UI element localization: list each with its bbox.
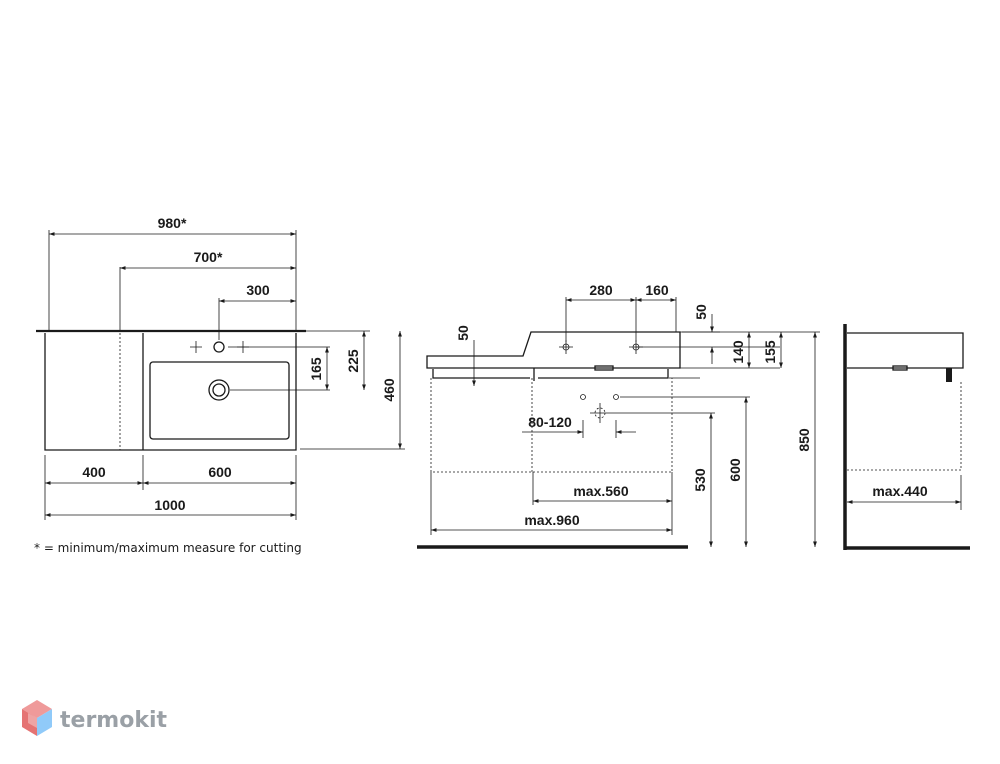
side-drain-slot <box>892 365 908 371</box>
dim-label-980: 980* <box>158 215 187 231</box>
front-view: 280 160 50 50 140 155 80-120 530 600 850… <box>417 282 820 549</box>
countertop-outline <box>44 333 297 451</box>
brand-name: termokit <box>60 708 167 733</box>
dim-label-80-120: 80-120 <box>528 414 572 430</box>
dim-label-155: 155 <box>762 340 778 364</box>
dim-label-600: 600 <box>208 464 232 480</box>
tap-hole-icon <box>213 341 225 353</box>
dim-label-max-440: max.440 <box>872 483 927 499</box>
dim-label-530: 530 <box>692 468 708 492</box>
dim-label-225: 225 <box>345 349 361 373</box>
basin-bowl <box>149 361 290 440</box>
termokit-logo: termokit <box>22 700 167 736</box>
dim-label-460: 460 <box>381 378 397 402</box>
dim-label-400: 400 <box>82 464 106 480</box>
dim-label-top-50: 50 <box>693 304 709 320</box>
optional-tap-holes-icon <box>190 341 249 353</box>
side-view: max.440 <box>843 324 970 550</box>
side-bracket <box>946 368 952 382</box>
dim-label-165: 165 <box>308 357 324 381</box>
dim-label-max-560: max.560 <box>573 483 628 499</box>
cabinet-outline <box>430 378 673 473</box>
dim-label-600: 600 <box>727 458 743 482</box>
dim-label-140: 140 <box>730 340 746 364</box>
dim-label-300: 300 <box>246 282 270 298</box>
front-apron <box>432 369 669 379</box>
footnote: * = minimum/maximum measure for cutting <box>34 541 302 555</box>
drain-outer-icon <box>208 379 230 401</box>
drain-inner-icon <box>212 383 226 397</box>
countertop-side-profile <box>847 332 964 369</box>
dim-label-160: 160 <box>645 282 669 298</box>
dim-label-thickness-50: 50 <box>455 325 471 341</box>
dim-label-1000: 1000 <box>154 497 185 513</box>
dim-label-700: 700* <box>194 249 223 265</box>
dim-label-850: 850 <box>796 428 812 452</box>
side-cabinet-outline <box>847 380 962 471</box>
water-connection-left-icon <box>580 394 586 400</box>
termokit-logo-icon <box>22 700 52 736</box>
water-connection-right-icon <box>613 394 619 400</box>
plan-view: 980* 700* 300 165 225 460 400 600 1000 *… <box>34 215 405 555</box>
overflow-slot <box>594 365 614 371</box>
dim-label-280: 280 <box>589 282 613 298</box>
dim-label-max-960: max.960 <box>524 512 579 528</box>
